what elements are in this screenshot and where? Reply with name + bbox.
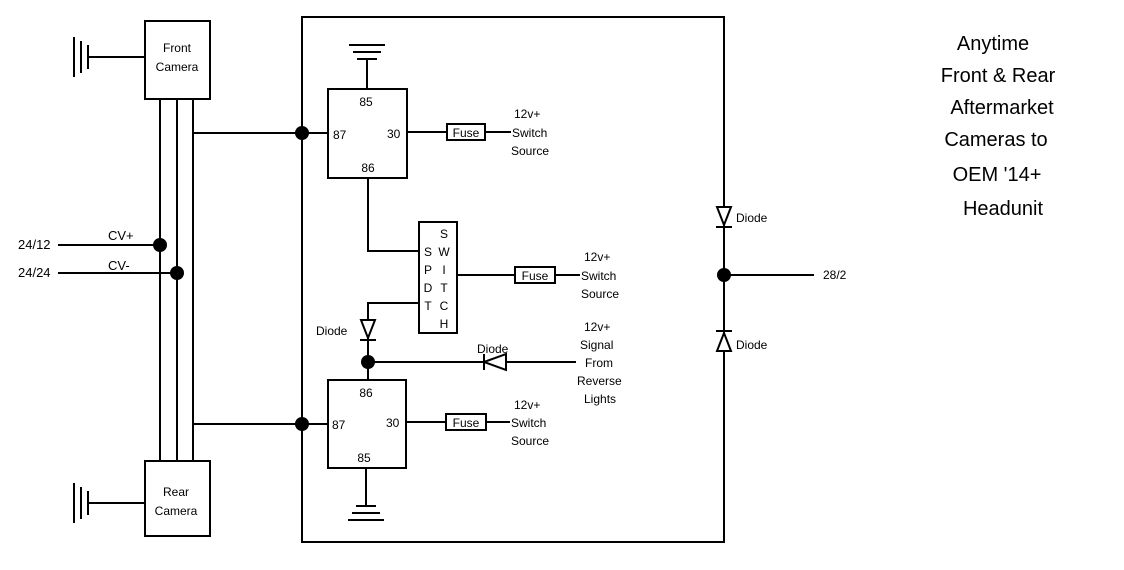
spdt-letter: S [424, 245, 432, 259]
switch-source-bottom-2: Switch [511, 416, 546, 430]
relay-bottom-pin-85: 85 [357, 451, 371, 465]
reverse-signal-4: Reverse [577, 374, 622, 388]
spdt-switch: S P D T S W I T C H [418, 221, 458, 334]
switch-source-mid-1: 12v+ [584, 250, 610, 264]
title-line-2: Front & Rear [941, 65, 1056, 87]
switch-source-mid-2: Switch [581, 269, 616, 283]
spdt-letter: T [424, 299, 432, 313]
reverse-signal-3: From [585, 356, 613, 370]
camera-interconnect-wires [159, 99, 194, 461]
diode-upper-label: Diode [736, 211, 768, 225]
cv-minus-wire: 24/24 CV- [18, 258, 184, 280]
spdt-wires: Fuse 12v+ Switch Source [367, 178, 619, 320]
reverse-signal-5: Lights [584, 392, 616, 406]
rear-camera-label-1: Rear [163, 485, 189, 499]
fuse-bottom-label: Fuse [453, 416, 480, 430]
relay-bottom-pin-86: 86 [359, 386, 373, 400]
title-line-6: Headunit [963, 198, 1044, 220]
rear-camera-ground-icon [73, 483, 145, 523]
front-camera-label-2: Camera [156, 60, 199, 74]
rear-camera-label-2: Camera [155, 504, 198, 518]
cv-plus-wire: 24/12 CV+ [18, 228, 167, 252]
cv-minus-label: CV- [108, 258, 130, 273]
pin-24-12-label: 24/12 [18, 237, 51, 252]
relay-top-pin-87: 87 [333, 128, 347, 142]
relay-bottom-30-feed: Fuse 12v+ Switch Source [406, 398, 549, 448]
relay-top: 85 87 30 86 [327, 88, 408, 179]
title-line-3: Aftermarket [950, 97, 1054, 119]
diagram-title: Anytime Front & Rear Aftermarket Cameras… [941, 33, 1056, 220]
switch-letter: H [440, 317, 449, 331]
spdt-letter: D [424, 281, 433, 295]
switch-source-mid-3: Source [581, 287, 619, 301]
front-camera: Front Camera [144, 20, 211, 100]
switch-letter: T [440, 281, 448, 295]
relay-top-pin-30: 30 [387, 127, 401, 141]
switch-source-top-2: Switch [512, 126, 547, 140]
relay-top-ground-icon [349, 44, 385, 89]
switch-letter: S [440, 227, 448, 241]
switch-source-bottom-1: 12v+ [514, 398, 540, 412]
relay-bottom-pin-87: 87 [332, 418, 346, 432]
reverse-signal-wire: Diode 12v+ Signal From Reverse Lights [361, 320, 622, 406]
relay-top-87-wire [192, 17, 328, 140]
title-line-1: Anytime [957, 33, 1029, 55]
switch-letter: I [442, 263, 445, 277]
diode-lower-label: Diode [736, 338, 768, 352]
rear-camera: Rear Camera [144, 460, 211, 537]
switch-letter: W [438, 245, 450, 259]
output-diodes: Diode Diode 28/2 [715, 206, 847, 352]
relay-top-pin-85: 85 [359, 95, 373, 109]
pin-24-24-label: 24/24 [18, 265, 51, 280]
switch-source-top-3: Source [511, 144, 549, 158]
reverse-signal-1: 12v+ [584, 320, 610, 334]
relay-bottom-pin-30: 30 [386, 416, 400, 430]
switch-source-top-1: 12v+ [514, 107, 540, 121]
diode-reverse-label: Diode [477, 342, 509, 356]
front-camera-ground-icon [73, 37, 145, 77]
title-line-4: Cameras to [944, 129, 1047, 151]
reverse-signal-2: Signal [580, 338, 613, 352]
diode-switch-label: Diode [316, 324, 348, 338]
switch-letter: C [440, 299, 449, 313]
pin-28-2-label: 28/2 [823, 268, 847, 282]
relay-bottom-87-wire [192, 417, 328, 461]
spdt-letter: P [424, 263, 432, 277]
relay-top-30-feed: Fuse 12v+ Switch Source [407, 107, 549, 158]
fuse-top-label: Fuse [453, 126, 480, 140]
cv-plus-label: CV+ [108, 228, 134, 243]
diode-switch-icon: Diode [316, 319, 377, 362]
front-camera-label-1: Front [163, 41, 192, 55]
title-line-5: OEM '14+ [953, 164, 1042, 186]
relay-top-pin-86: 86 [361, 161, 375, 175]
relay-bottom-ground-icon [348, 468, 384, 521]
relay-bottom: 86 87 30 85 [327, 379, 407, 469]
switch-source-bottom-3: Source [511, 434, 549, 448]
fuse-switch-label: Fuse [522, 269, 549, 283]
